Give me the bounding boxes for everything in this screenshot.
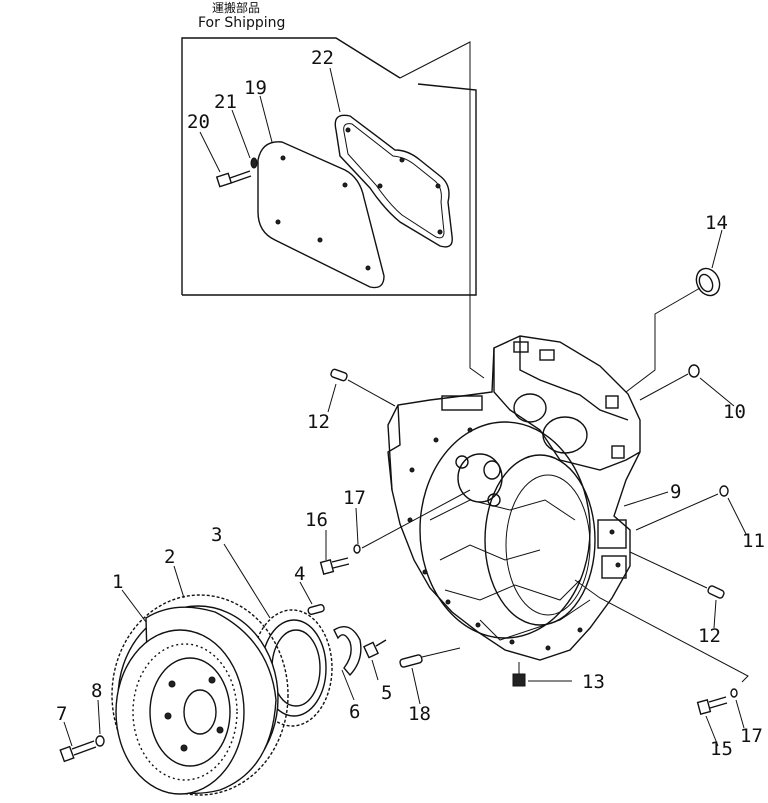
callout-8: 8 (91, 680, 102, 702)
plug-13 (512, 662, 572, 687)
washer-8 (95, 735, 105, 747)
bolt-15 (696, 696, 728, 715)
pin-18 (399, 647, 461, 668)
cover-plate (257, 141, 385, 289)
gasket (334, 114, 453, 248)
o-ring-11 (635, 485, 729, 531)
callout-labels: 1 2 3 4 5 6 7 8 9 10 11 12 12 13 14 15 1… (56, 47, 765, 760)
callout-17-lower: 17 (740, 725, 763, 747)
washer-21 (250, 157, 258, 169)
shipping-caption-jp: 運搬部品 (212, 0, 260, 15)
dowel-pin-12-lower (629, 551, 725, 599)
o-ring-10 (639, 364, 700, 401)
callout-3: 3 (211, 524, 222, 546)
callout-11: 11 (742, 530, 765, 552)
washer-17-upper (353, 489, 471, 554)
callout-17-upper: 17 (343, 487, 366, 509)
flywheel-1 (111, 594, 289, 796)
washer-17-lower (574, 579, 749, 698)
callout-16: 16 (305, 509, 328, 531)
callout-12-upper: 12 (307, 411, 330, 433)
callout-1: 1 (112, 571, 123, 593)
callout-2: 2 (164, 546, 175, 568)
bolt-7 (59, 740, 97, 763)
callout-15: 15 (710, 738, 733, 760)
callout-4: 4 (294, 563, 305, 585)
oil-seal-14 (625, 267, 721, 393)
bolt-5 (363, 639, 387, 659)
bolt-20 (215, 170, 252, 188)
callout-10: 10 (723, 401, 746, 423)
callout-19: 19 (244, 77, 267, 99)
callout-5: 5 (381, 682, 392, 704)
flywheel-housing (387, 335, 641, 661)
callout-22: 22 (311, 47, 334, 69)
dowel-pin-12-upper (330, 368, 396, 407)
callout-12-lower: 12 (698, 625, 721, 647)
leader-lines (63, 67, 747, 747)
callout-9: 9 (670, 481, 681, 503)
lock-plate-6 (333, 626, 362, 677)
shipping-caption-en: For Shipping (198, 15, 285, 31)
shipping-box-frame-right (182, 83, 477, 296)
callout-21: 21 (214, 91, 237, 113)
shipping-box-frame-left (181, 37, 401, 295)
callout-18: 18 (408, 703, 431, 725)
shipping-leader (399, 41, 485, 379)
bolt-16 (319, 557, 350, 575)
callout-6: 6 (349, 701, 360, 723)
shipping-box: 運搬部品 For Shipping (181, 0, 485, 379)
callout-7: 7 (56, 703, 67, 725)
callout-13: 13 (582, 671, 605, 693)
callout-20: 20 (187, 111, 210, 133)
pin-4 (307, 604, 325, 615)
callout-14: 14 (705, 212, 728, 234)
